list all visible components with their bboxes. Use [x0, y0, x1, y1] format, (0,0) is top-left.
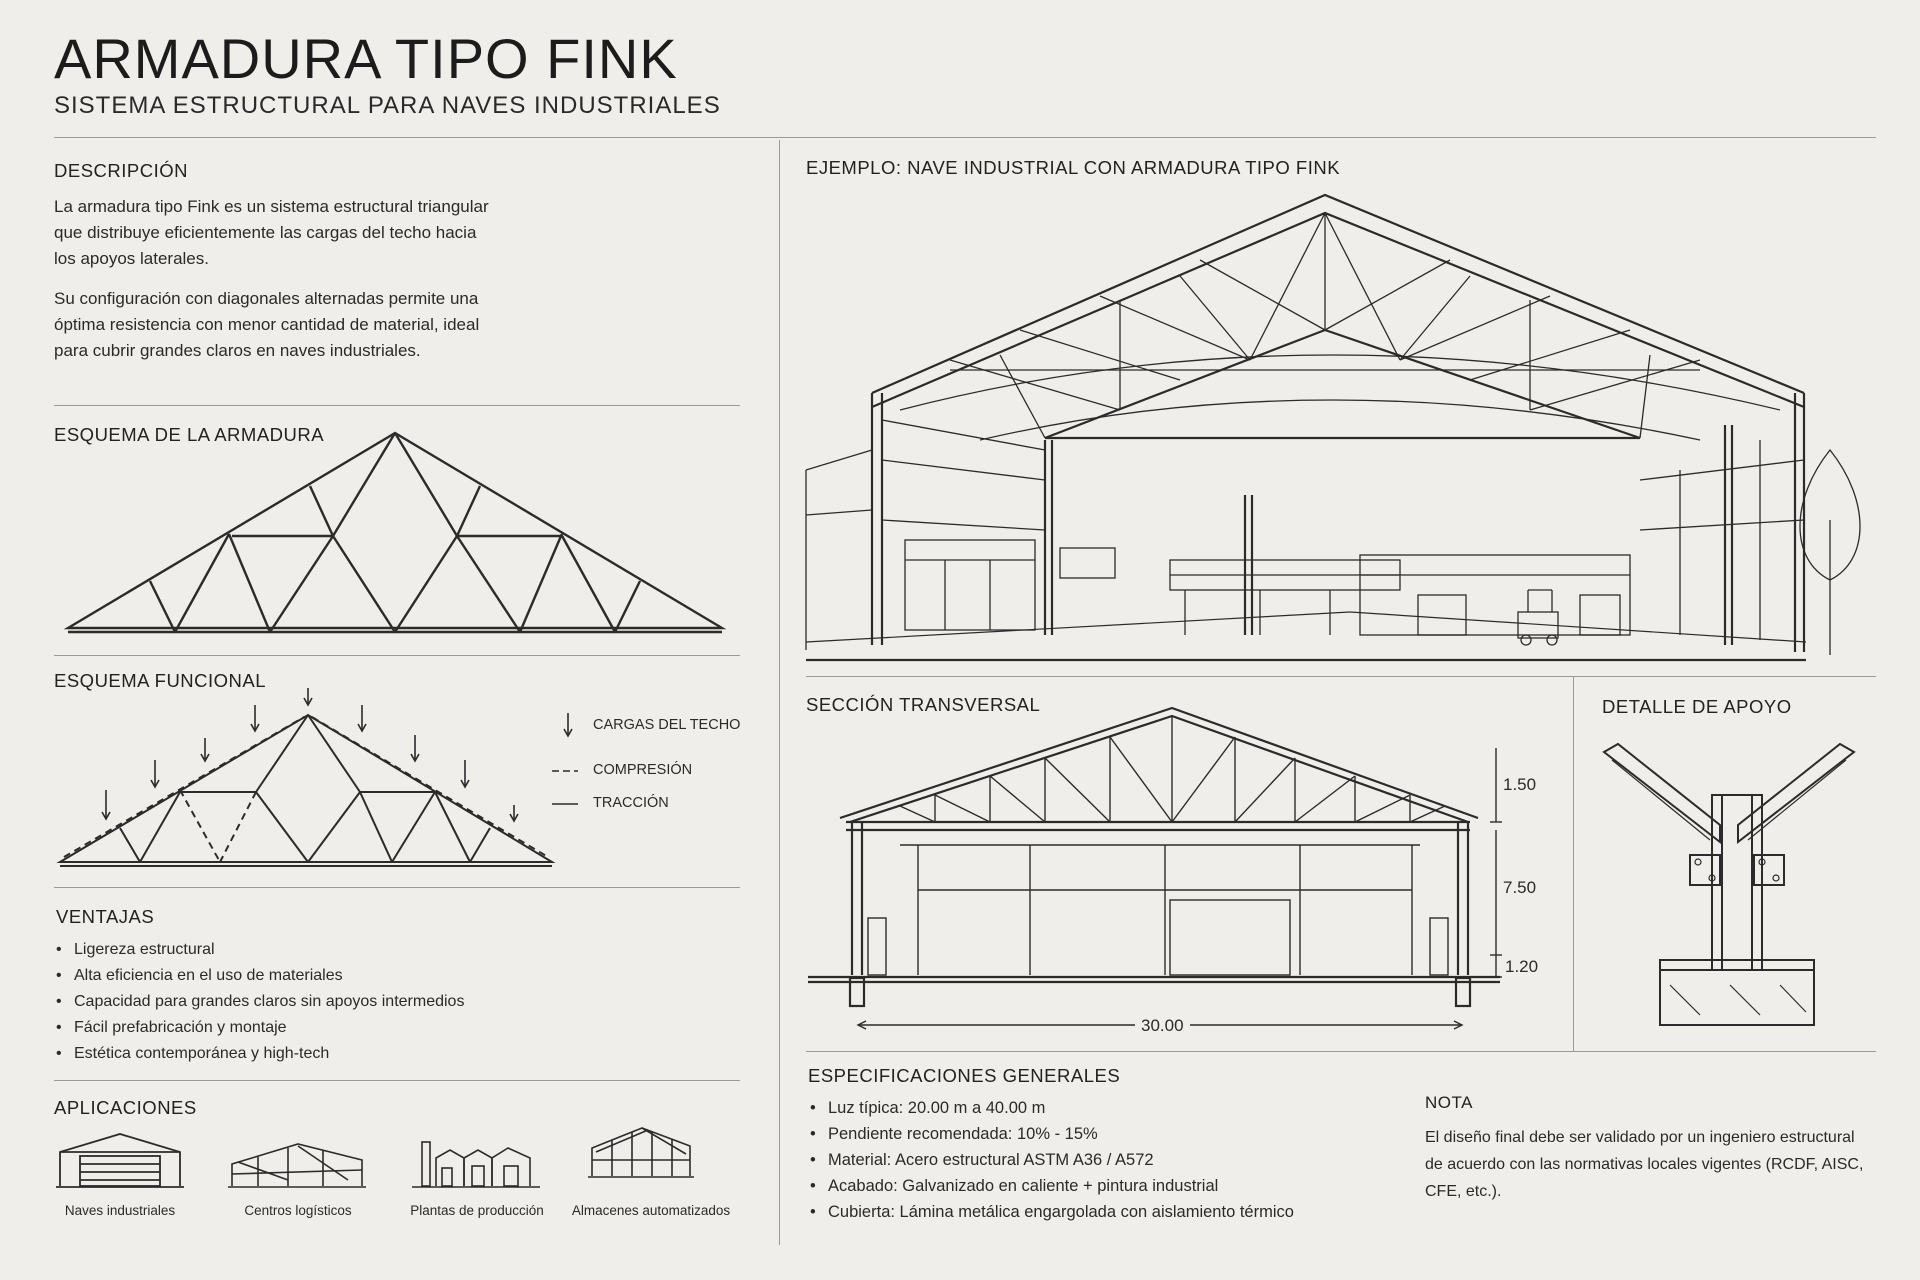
list-item: Material: Acero estructural ASTM A36 / A…	[808, 1147, 1294, 1173]
ventajas-list: Ligereza estructural Alta eficiencia en …	[54, 937, 464, 1067]
industrial-building-icon	[56, 1133, 184, 1188]
list-item: Acabado: Galvanizado en caliente + pintu…	[808, 1173, 1294, 1199]
dim-wall-height: 7.50	[1503, 878, 1537, 897]
aplicaciones-heading: APLICACIONES	[54, 1097, 197, 1118]
list-item: Pendiente recomendada: 10% - 15%	[808, 1121, 1294, 1147]
header-divider	[54, 137, 1876, 138]
descripcion-paragraph-1: La armadura tipo Fink es un sistema estr…	[54, 197, 489, 268]
legend-compression-label: COMPRESIÓN	[593, 762, 693, 778]
nota-heading: NOTA	[1425, 1093, 1473, 1112]
column-divider	[779, 140, 780, 1245]
application-label: Centros logísticos	[244, 1203, 352, 1218]
dim-span: 30.00	[1135, 1016, 1190, 1036]
esquema-armadura-heading: ESQUEMA DE LA ARMADURA	[54, 424, 325, 445]
legend-loads-label: CARGAS DEL TECHO	[593, 717, 741, 733]
divider	[54, 405, 740, 406]
list-item: Luz típica: 20.00 m a 40.00 m	[808, 1095, 1294, 1121]
list-item: Fácil prefabricación y montaje	[54, 1015, 464, 1041]
esquema-funcional-heading: ESQUEMA FUNCIONAL	[54, 670, 267, 691]
legend-tension-label: TRACCIÓN	[593, 795, 669, 811]
page-subtitle: SISTEMA ESTRUCTURAL PARA NAVES INDUSTRIA…	[54, 92, 721, 119]
divider	[1573, 676, 1574, 1051]
list-item: Estética contemporánea y high-tech	[54, 1041, 464, 1067]
dim-truss-height: 1.50	[1503, 775, 1537, 794]
page-title: ARMADURA TIPO FINK	[54, 27, 678, 90]
divider	[54, 887, 740, 888]
especificaciones-list: Luz típica: 20.00 m a 40.00 m Pendiente …	[808, 1095, 1294, 1225]
seccion-heading: SECCIÓN TRANSVERSAL	[806, 694, 1041, 715]
ejemplo-heading: EJEMPLO: NAVE INDUSTRIAL CON ARMADURA TI…	[806, 157, 1341, 178]
descripcion-paragraph-2: Su configuración con diagonales alternad…	[54, 289, 480, 360]
list-item: Ligereza estructural	[54, 937, 464, 963]
dim-base: 1.20	[1505, 957, 1539, 976]
divider	[806, 676, 1876, 677]
application-label: Plantas de producción	[410, 1203, 544, 1218]
application-label: Almacenes automatizados	[571, 1203, 731, 1218]
factory-icon	[412, 1141, 540, 1188]
warehouse-icon	[588, 1127, 694, 1178]
logistics-center-icon	[228, 1143, 366, 1188]
ventajas-heading: VENTAJAS	[56, 906, 155, 927]
list-item: Cubierta: Lámina metálica engargolada co…	[808, 1199, 1294, 1225]
divider	[806, 1051, 1876, 1052]
list-item: Capacidad para grandes claros sin apoyos…	[54, 989, 464, 1015]
application-label: Naves industriales	[64, 1203, 176, 1218]
descripcion-heading: DESCRIPCIÓN	[54, 160, 188, 181]
divider	[54, 655, 740, 656]
detalle-heading: DETALLE DE APOYO	[1602, 696, 1792, 717]
nota-text: El diseño final debe ser validado por un…	[1425, 1129, 1864, 1200]
list-item: Alta eficiencia en el uso de materiales	[54, 963, 464, 989]
divider	[54, 1080, 740, 1081]
especificaciones-heading: ESPECIFICACIONES GENERALES	[808, 1065, 1121, 1086]
